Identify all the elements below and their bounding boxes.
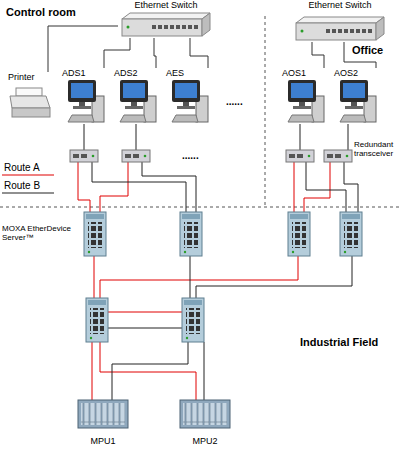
device-label: AOS2 <box>334 68 358 78</box>
server-icon <box>288 212 310 256</box>
device-node: MPU1 <box>76 398 130 446</box>
transceiver-icon <box>286 150 314 162</box>
printer-icon <box>10 88 50 117</box>
lan-cable <box>104 38 130 68</box>
zone-divider <box>265 16 266 205</box>
device-node: ADS2 <box>114 68 160 126</box>
device-node: AES <box>166 68 212 126</box>
mpu-icon <box>180 400 230 428</box>
server-icon <box>84 212 106 256</box>
device-node: Ethernet Switch <box>118 0 214 38</box>
diagram-label: ...... <box>226 96 243 108</box>
switch-icon <box>296 17 384 40</box>
device-label: ADS2 <box>114 68 138 78</box>
diagram-label: Route B <box>4 180 40 192</box>
computer-icon <box>340 80 376 122</box>
computer-icon <box>172 80 208 122</box>
lan-cable <box>312 42 324 68</box>
server-icon <box>86 298 108 342</box>
computer-icon <box>68 80 104 122</box>
device-label: Ethernet Switch <box>308 0 371 10</box>
device-node: AOS1 <box>282 68 328 126</box>
device-label: AOS1 <box>282 68 306 78</box>
transceiver-icon <box>122 150 150 162</box>
device-node: AOS2 <box>334 68 380 126</box>
device-node: Printer <box>8 72 52 122</box>
computer-icon <box>120 80 156 122</box>
mpu-icon <box>78 400 128 428</box>
server-icon <box>180 212 202 256</box>
transceiver-icon <box>324 150 352 162</box>
device-label: Printer <box>8 72 35 82</box>
route-b-wire <box>92 162 358 400</box>
device-node: MPU2 <box>178 398 232 446</box>
device-label: ADS1 <box>62 68 86 78</box>
diagram-label: Industrial Field <box>300 336 378 349</box>
device-label: Ethernet Switch <box>134 0 197 10</box>
diagram-label: Redundant transceiver <box>354 140 398 158</box>
route-a-wire <box>78 162 330 400</box>
lan-cable <box>190 38 208 68</box>
server-icon <box>182 298 204 342</box>
zone-divider <box>0 207 400 208</box>
diagram-label: ...... <box>182 150 199 162</box>
pc-wire <box>84 124 348 150</box>
switch-icon <box>122 13 210 36</box>
route-a-key <box>2 174 54 175</box>
transceiver-icon <box>70 150 98 162</box>
device-node: Ethernet Switch <box>292 0 388 42</box>
diagram-label: MOXA EtherDevice Server™ <box>2 224 78 242</box>
device-label: MPU2 <box>192 436 217 446</box>
diagram-label: Office <box>352 44 383 57</box>
route-b-key <box>2 192 54 193</box>
device-label: MPU1 <box>90 436 115 446</box>
diagram-label: Route A <box>4 162 40 174</box>
device-node: ADS1 <box>62 68 108 126</box>
server-icon <box>340 212 362 256</box>
diagram-label: Control room <box>6 6 76 19</box>
lan-cable <box>48 26 118 72</box>
computer-icon <box>288 80 324 122</box>
lan-cable <box>154 38 156 68</box>
device-label: AES <box>166 68 184 78</box>
